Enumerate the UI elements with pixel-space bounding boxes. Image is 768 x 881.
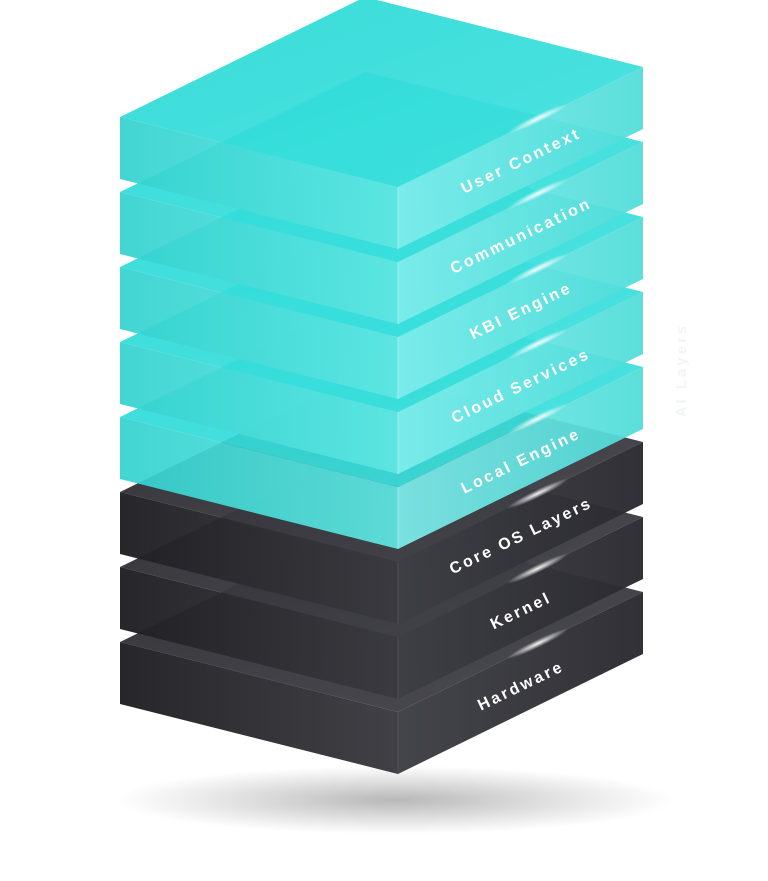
- layer-front-face: [120, 117, 398, 249]
- layer-front-face: [120, 567, 398, 699]
- edge-glint: [506, 178, 569, 209]
- edge-glint: [506, 628, 569, 659]
- layer-side-face: [398, 217, 643, 399]
- layer-side-face: [398, 292, 643, 474]
- layer-front-face: [120, 492, 398, 624]
- layer-top-face: [120, 0, 643, 187]
- layer-front-face: [120, 342, 398, 474]
- layer-side-face: [398, 142, 643, 324]
- layer-front-face: [120, 267, 398, 399]
- layer-side-face: [398, 592, 643, 774]
- edge-glint: [506, 253, 569, 284]
- layer-side-face: [398, 67, 643, 249]
- layer-side-face: [398, 442, 643, 624]
- layer-side-face: [398, 367, 643, 549]
- layer-front-face: [120, 642, 398, 774]
- stack-shadow: [115, 766, 675, 834]
- layer-front-face: [120, 417, 398, 549]
- side-label-ai-layers: AI Layers: [673, 323, 690, 418]
- layer-front-face: [120, 192, 398, 324]
- edge-glint: [506, 103, 569, 134]
- layer-slab: User Context: [120, 0, 643, 249]
- edge-glint: [506, 553, 569, 584]
- edge-glint: [506, 328, 569, 359]
- layer-side-face: [398, 517, 643, 699]
- edge-glint: [506, 403, 569, 434]
- edge-glint: [506, 478, 569, 509]
